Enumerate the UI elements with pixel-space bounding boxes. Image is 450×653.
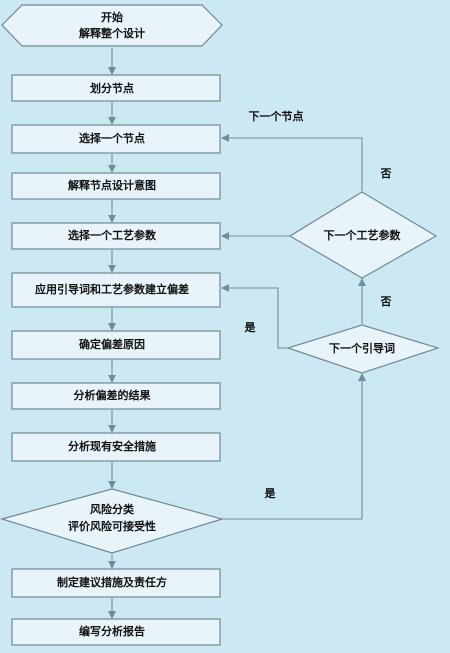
node-next-param-decision: 下一个工艺参数 <box>288 191 438 279</box>
svg-text:分析现有安全措施: 分析现有安全措施 <box>68 439 156 453</box>
label-next-node: 下一个节点 <box>249 109 304 123</box>
svg-text:应用引导词和工艺参数建立偏差: 应用引导词和工艺参数建立偏差 <box>35 282 189 296</box>
svg-text:编写分析报告: 编写分析报告 <box>79 624 145 638</box>
svg-text:确定偏差原因: 确定偏差原因 <box>79 337 145 351</box>
svg-text:划分节点: 划分节点 <box>90 81 134 95</box>
node-start-line1: 开始 <box>101 10 123 24</box>
node-determine-cause: 确定偏差原因 <box>11 330 221 360</box>
node-analyze-result: 分析偏差的结果 <box>11 382 221 410</box>
svg-text:分析偏差的结果: 分析偏差的结果 <box>74 388 151 402</box>
node-risk-decision: 风险分类 评价风险可接受性 <box>0 488 225 554</box>
label-no-guideword: 否 <box>380 295 392 308</box>
svg-text:风险分类: 风险分类 <box>90 502 135 516</box>
edge-risk-to-next-guideword <box>220 373 366 520</box>
node-report: 编写分析报告 <box>11 618 221 646</box>
node-analyze-measures: 分析现有安全措施 <box>11 432 221 462</box>
svg-text:制定建议措施及责任方: 制定建议措施及责任方 <box>57 575 167 589</box>
label-yes-risk: 是 <box>264 487 277 500</box>
label-no-param: 否 <box>380 167 392 180</box>
node-start: 开始 解释整个设计 <box>1 4 223 47</box>
node-apply-guideword: 应用引导词和工艺参数建立偏差 <box>11 272 221 308</box>
node-select-node: 选择一个节点 <box>11 124 221 154</box>
svg-text:下一个引导词: 下一个引导词 <box>329 341 395 355</box>
edge-next-guideword-to-apply <box>221 284 288 349</box>
svg-text:选择一个节点: 选择一个节点 <box>79 131 145 145</box>
node-next-guideword-decision: 下一个引导词 <box>286 324 440 374</box>
node-start-line2: 解释整个设计 <box>79 26 145 40</box>
label-yes-guideword: 是 <box>244 321 257 334</box>
node-explain-intent: 解释节点设计意图 <box>11 172 221 200</box>
svg-text:选择一个工艺参数: 选择一个工艺参数 <box>68 228 157 242</box>
edge-next-param-to-select-node <box>221 134 363 191</box>
node-select-param: 选择一个工艺参数 <box>11 222 221 250</box>
svg-text:下一个工艺参数: 下一个工艺参数 <box>324 228 402 242</box>
node-divide: 划分节点 <box>11 74 221 102</box>
node-recommend: 制定建议措施及责任方 <box>11 568 221 598</box>
svg-text:解释节点设计意图: 解释节点设计意图 <box>68 178 156 192</box>
svg-text:评价风险可接受性: 评价风险可接受性 <box>68 519 156 533</box>
